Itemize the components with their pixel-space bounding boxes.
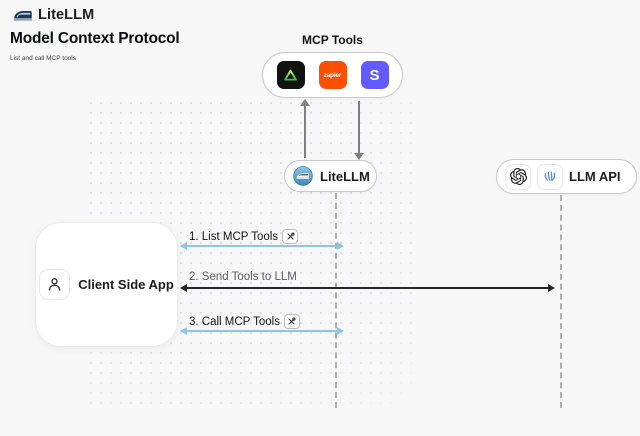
client-node-label: Client Side App	[78, 277, 174, 292]
llm-api-node: LLM API	[496, 159, 637, 194]
message-1-label-row: 1. List MCP Tools	[189, 229, 299, 244]
client-side-app-node: Client Side App	[35, 222, 178, 347]
message-1-text: 1. List MCP Tools	[189, 230, 279, 243]
mcp-tools-box: zapier S	[262, 52, 403, 98]
message-2-text: 2. Send Tools to LLM	[189, 271, 297, 283]
message-2-label-row: 2. Send Tools to LLM	[189, 271, 297, 283]
page-subtitle: List and call MCP tools	[10, 55, 76, 62]
arrow-mcptools-to-litellm	[354, 101, 364, 160]
litellm-node-label: LiteLLM	[320, 168, 370, 184]
openai-icon	[505, 163, 531, 190]
llm-api-node-label: LLM API	[569, 169, 621, 184]
tools-icon	[282, 229, 299, 244]
arrow-litellm-to-mcptools	[300, 99, 310, 158]
triangle-tool-icon	[276, 61, 305, 89]
person-icon	[39, 269, 71, 300]
stripe-letter: S	[369, 66, 380, 84]
llm-provider-icon	[537, 163, 563, 190]
tools-icon	[283, 314, 300, 329]
message-3-text: 3. Call MCP Tools	[189, 315, 280, 328]
page-title: Model Context Protocol	[10, 30, 180, 47]
zapier-icon: zapier	[318, 61, 347, 89]
arrow-send-tools-to-llm	[180, 283, 555, 293]
stripe-icon: S	[360, 61, 389, 89]
brand-name: LiteLLM	[38, 7, 95, 23]
message-3-label-row: 3. Call MCP Tools	[189, 314, 300, 329]
litellm-logo-icon	[293, 166, 313, 186]
arrow-call-mcp-tools	[180, 326, 344, 336]
train-icon	[13, 8, 33, 22]
brand: LiteLLM	[13, 7, 94, 23]
arrow-list-mcp-tools	[180, 241, 344, 251]
llm-api-lifeline	[560, 195, 562, 408]
litellm-lifeline	[335, 193, 337, 408]
mcp-tools-label: MCP Tools	[302, 33, 363, 47]
litellm-node: LiteLLM	[284, 160, 377, 192]
zapier-wordmark: zapier	[323, 71, 342, 79]
